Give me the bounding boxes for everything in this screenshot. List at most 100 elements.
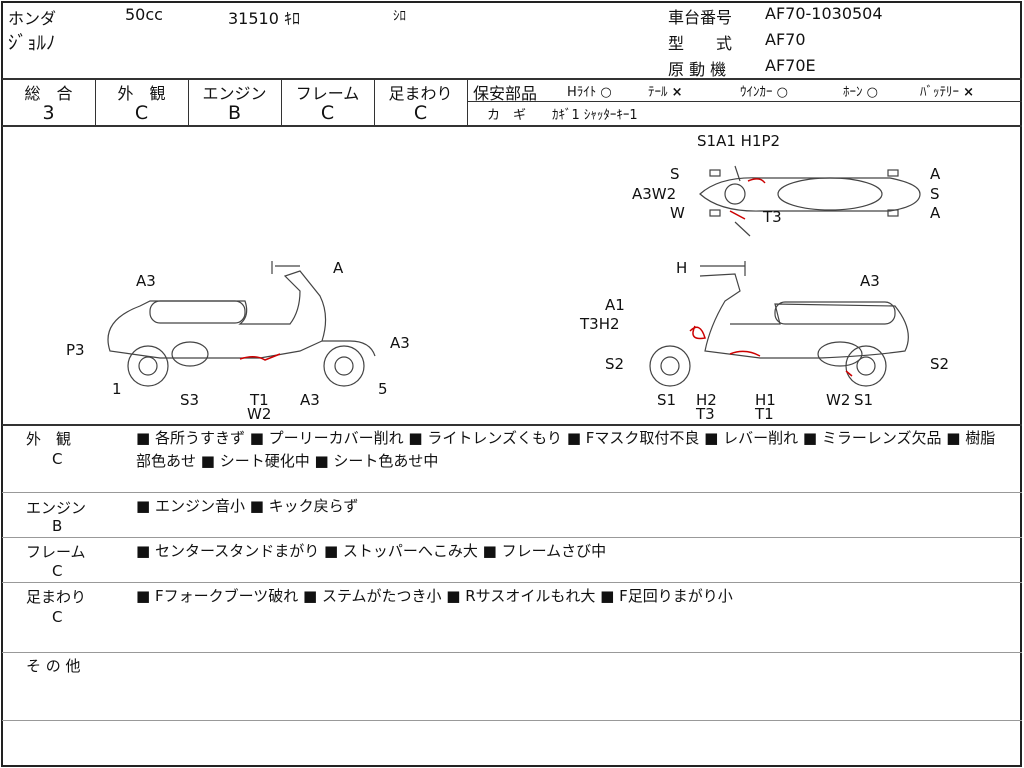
key-label: カ ギ bbox=[487, 108, 527, 123]
label: S3 bbox=[180, 391, 199, 409]
safety-battery: ﾊﾞｯﾃﾘｰ × bbox=[920, 81, 974, 100]
comment-frame-text: ■ センタースタンドまがり ■ ストッパーへこみ大 ■ フレームさび中 bbox=[136, 542, 607, 560]
label: H2 bbox=[696, 391, 717, 409]
safety-label: 保安部品 bbox=[473, 84, 538, 103]
divider bbox=[2, 125, 1022, 127]
damage-marks bbox=[239, 178, 853, 377]
label: S1 bbox=[657, 391, 676, 409]
divider bbox=[2, 652, 1022, 653]
divider bbox=[95, 78, 96, 126]
frame-no-label: 車台番号 bbox=[668, 8, 733, 27]
label: S2 bbox=[930, 355, 949, 373]
divider bbox=[281, 78, 282, 126]
engine: AF70E bbox=[765, 56, 816, 75]
comment-engine-text: ■ エンジン音小 ■ キック戻らず bbox=[136, 497, 359, 515]
grade-suspension-label: 足まわり bbox=[388, 84, 453, 103]
label: A3 bbox=[860, 272, 880, 290]
safety-headlight: Hﾗｲﾄ ○ bbox=[567, 81, 612, 100]
diagram-labels-right: H A3 A1 T3H2 S2 S2 S1 H2 T3 H1 T1 W2 S1 bbox=[579, 259, 949, 423]
type: AF70 bbox=[765, 30, 806, 49]
divider bbox=[467, 101, 1022, 102]
label: P3 bbox=[66, 341, 85, 359]
label: W2 bbox=[247, 405, 271, 423]
color: ｼﾛ bbox=[393, 9, 406, 24]
divider bbox=[2, 424, 1022, 426]
safety-winker: ｳｲﾝｶｰ ○ bbox=[740, 81, 788, 100]
status-mark: × bbox=[963, 85, 975, 100]
item-name: ﾊﾞｯﾃﾘｰ bbox=[920, 85, 959, 100]
label: T1 bbox=[754, 405, 774, 423]
model-name: ｼﾞｮﾙﾉ bbox=[8, 32, 56, 54]
label: W bbox=[670, 204, 685, 222]
label: T3H2 bbox=[579, 315, 620, 333]
label: H bbox=[676, 259, 687, 277]
comment-engine-label: エンジン bbox=[26, 499, 87, 517]
scooter-top-view bbox=[699, 165, 921, 237]
label: A bbox=[930, 204, 941, 222]
grade-overall-value: 3 bbox=[42, 102, 55, 124]
comment-exterior-grade: C bbox=[52, 450, 63, 468]
safety-horn: ﾎｰﾝ ○ bbox=[843, 81, 878, 100]
label: T3 bbox=[695, 405, 715, 423]
item-name: ｳｲﾝｶｰ bbox=[740, 85, 773, 100]
engine-label: 原 動 機 bbox=[668, 60, 727, 79]
diagram-labels-top: S1A1 H1P2 S A3W2 W T3 A S A bbox=[632, 132, 941, 226]
mileage: 31510 ｷﾛ bbox=[228, 9, 300, 28]
label: A1 bbox=[605, 296, 625, 314]
key-value: ｶｷﾞ1 ｼｬｯﾀｰｷｰ1 bbox=[552, 108, 638, 123]
comment-other-label: そ の 他 bbox=[26, 657, 81, 675]
divider bbox=[2, 720, 1022, 721]
label: A3 bbox=[136, 272, 156, 290]
label: A bbox=[333, 259, 344, 277]
label: A3 bbox=[390, 334, 410, 352]
label: 1 bbox=[112, 380, 122, 398]
damage-diagram: S1A1 H1P2 S A3W2 W T3 A S A A A3 P3 A3 1… bbox=[66, 132, 949, 423]
frame-no: AF70-1030504 bbox=[765, 4, 883, 23]
scooter-left-side bbox=[107, 261, 376, 387]
safety-tail: ﾃｰﾙ × bbox=[648, 81, 683, 100]
status-mark: ○ bbox=[776, 85, 788, 100]
comment-exterior-label: 外 観 bbox=[26, 430, 72, 448]
label: S bbox=[670, 165, 680, 183]
divider bbox=[2, 582, 1022, 583]
comment-suspension-grade: C bbox=[52, 608, 63, 626]
divider bbox=[467, 78, 468, 126]
label: A3 bbox=[300, 391, 320, 409]
maker: ホンダ bbox=[8, 9, 57, 28]
grade-exterior-label: 外 観 bbox=[117, 84, 166, 103]
grade-frame-label: フレーム bbox=[295, 84, 360, 103]
label: S1 bbox=[854, 391, 873, 409]
comment-frame-label: フレーム bbox=[26, 543, 86, 561]
diagram-labels-left: A A3 P3 A3 1 S3 T1 W2 A3 5 bbox=[66, 259, 410, 423]
comment-suspension-text: ■ Fフォークブーツ破れ ■ ステムがたつき小 ■ Rサスオイルもれ大 ■ F足… bbox=[136, 587, 733, 605]
divider bbox=[2, 78, 1022, 80]
label: S1A1 H1P2 bbox=[697, 132, 780, 150]
grade-engine-value: B bbox=[227, 102, 242, 124]
status-mark: ○ bbox=[600, 85, 612, 100]
type-label: 型 式 bbox=[668, 34, 733, 53]
divider bbox=[188, 78, 189, 126]
comment-suspension-label: 足まわり bbox=[26, 588, 87, 606]
item-name: Hﾗｲﾄ bbox=[567, 85, 597, 100]
divider bbox=[374, 78, 375, 126]
comment-exterior-text: ■ 各所うすきず ■ プーリーカバー削れ ■ ライトレンズくもり ■ Fマスク取… bbox=[136, 429, 996, 470]
label: T3 bbox=[762, 208, 782, 226]
status-mark: × bbox=[671, 85, 683, 100]
item-name: ﾎｰﾝ bbox=[843, 85, 863, 100]
label: S bbox=[930, 185, 940, 203]
comment-engine-grade: B bbox=[52, 517, 63, 535]
label: T1 bbox=[249, 391, 269, 409]
divider bbox=[2, 537, 1022, 538]
grade-overall-label: 総 合 bbox=[24, 84, 73, 103]
displacement: 50cc bbox=[125, 5, 163, 24]
status-mark: ○ bbox=[866, 85, 878, 100]
label: H1 bbox=[755, 391, 776, 409]
label: S2 bbox=[605, 355, 624, 373]
grade-exterior-value: C bbox=[134, 102, 149, 124]
grade-suspension-value: C bbox=[413, 102, 428, 124]
label: W2 bbox=[826, 391, 850, 409]
grade-engine-label: エンジン bbox=[202, 84, 267, 103]
comment-frame-grade: C bbox=[52, 562, 63, 580]
item-name: ﾃｰﾙ bbox=[648, 85, 668, 100]
scooter-right-side bbox=[649, 261, 909, 387]
